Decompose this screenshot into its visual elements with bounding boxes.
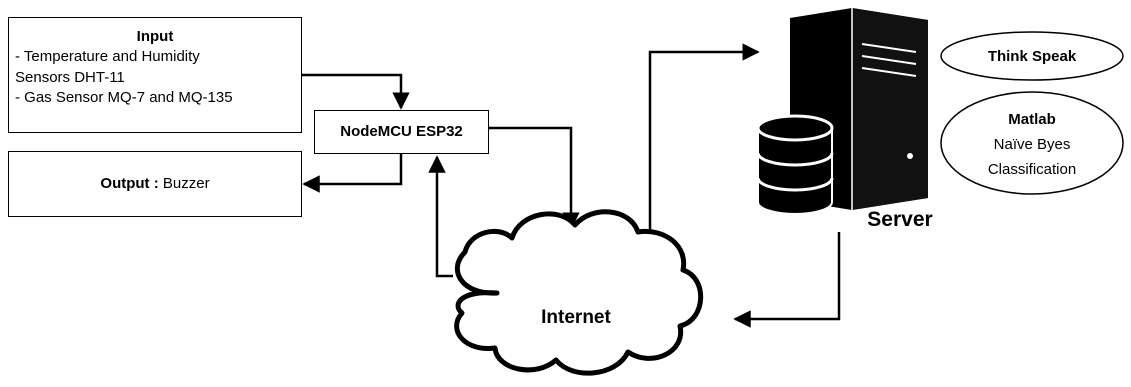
nodemcu-label: NodeMCU ESP32 (340, 122, 463, 140)
arrow-input-to-node (302, 73, 410, 110)
matlab-line-1: Naïve Byes (994, 136, 1071, 153)
arrow-internet-to-server (648, 43, 760, 232)
nodemcu-box: NodeMCU ESP32 (314, 110, 489, 154)
arrow-internet-to-node (428, 155, 453, 278)
input-line-3: - Gas Sensor MQ-7 and MQ-135 (15, 88, 233, 106)
internet-cloud-icon (454, 209, 704, 376)
output-box: Output : Buzzer (8, 151, 302, 217)
arrow-server-to-internet (733, 232, 841, 328)
think-speak-node (940, 31, 1124, 81)
think-speak-label: Think Speak (988, 48, 1077, 65)
arrow-node-to-output (302, 154, 403, 193)
matlab-node (940, 91, 1124, 195)
arrow-node-to-internet (489, 126, 580, 230)
input-title: Input (136, 28, 174, 45)
internet-label: Internet (541, 307, 611, 328)
input-line-2: Sensors DHT-11 (15, 68, 125, 86)
server-label: Server (867, 208, 932, 231)
output-value: Buzzer (162, 174, 210, 192)
matlab-line-2: Classification (988, 161, 1076, 178)
output-label: Output : (100, 174, 159, 192)
input-line-1: - Temperature and Humidity (15, 48, 200, 66)
database-icon (756, 114, 834, 215)
matlab-title: Matlab (1008, 111, 1056, 128)
input-box: Input - Temperature and Humidity Sensors… (8, 17, 302, 133)
